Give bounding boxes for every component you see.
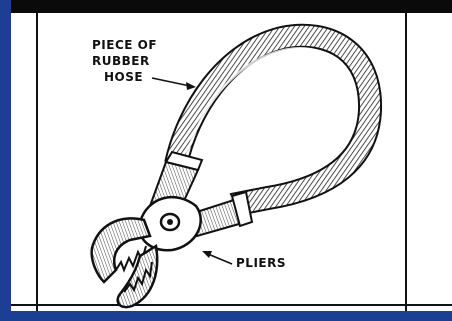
hose-label-line-3: HOSE — [104, 70, 143, 84]
hose-label-line-1: PIECE OF — [92, 38, 157, 52]
pliers-label: PLIERS — [236, 256, 286, 270]
pliers-pivot — [139, 197, 200, 250]
pliers-leader-arrow — [202, 251, 232, 264]
hose-leader-arrow — [152, 78, 196, 90]
rubber-hose — [176, 36, 370, 205]
hose-label-line-2: RUBBER — [92, 54, 150, 68]
